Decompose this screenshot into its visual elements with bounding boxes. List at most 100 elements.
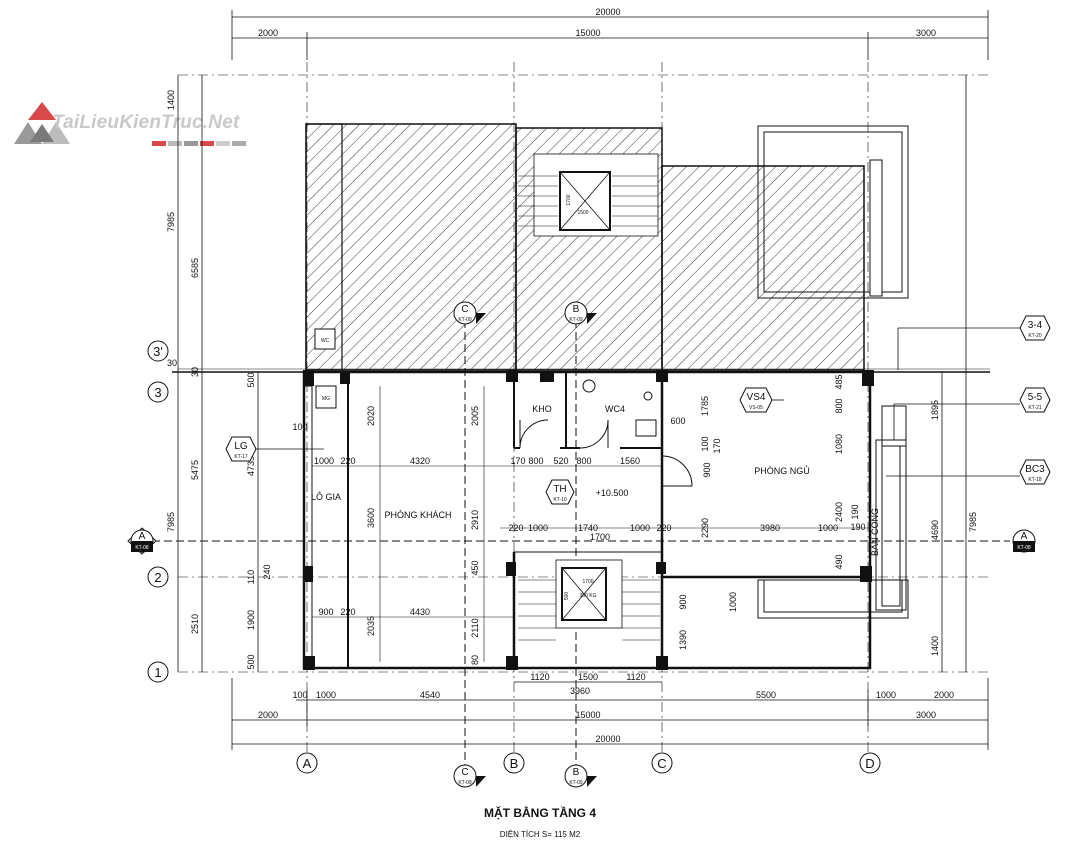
dim-interior: 4320 [410,456,430,466]
dim-interior: 1700 [590,532,610,542]
dim-interior: 900 [702,462,712,477]
dim-interior: 1740 [578,523,598,533]
columns [303,370,874,670]
dim-top-total: 20000 [595,7,620,17]
section-a-right-label: A [1021,531,1028,542]
watermark-bar [184,141,198,146]
dim-interior: 220 [340,456,355,466]
detail-tag-vs4-label: VS4 [747,392,766,403]
dim-interior: 1785 [700,396,710,416]
detail-tag-th-ref: KT-10 [553,497,567,503]
dim-interior: 900 [678,594,688,609]
dim-interior: 1560 [620,456,640,466]
dim-interior: 600 [670,416,685,426]
dim-right-inner: 485 [834,374,844,389]
grid-label-1: 1 [154,665,161,680]
interior-dim-lines [312,386,870,662]
detail-tags [225,315,1051,505]
bottom-dimensions [231,678,989,750]
room-living: PHÒNG KHÁCH [384,510,451,520]
dim-interior: 220 [508,523,523,533]
elev-lower-top-label: 1700 [582,579,593,585]
dim-interior: 1000 [314,456,334,466]
dim-right-inner: 190 [850,522,865,532]
room-balcony: BAN CÔNG [870,508,880,556]
dim-interior: 1000 [630,523,650,533]
watermark-logo: TaiLieuKienTruc.Net [12,100,257,158]
dim-bottom-row1: 1000 [316,690,336,700]
dim-interior: 220 [656,523,671,533]
dim-right-inner: 30 [167,358,177,368]
wc-mark: WC [321,338,330,344]
dim-left-outer: 1400 [166,90,176,110]
dim-interior: 2005 [470,406,480,426]
section-a-right-ref: KT-08 [1017,545,1031,551]
grid-label-2: 2 [154,570,161,585]
grid-label-a: A [303,756,312,771]
dim-left-mid: 30 [190,367,200,377]
dim-interior: 2020 [366,406,376,426]
detail-tag-5-5-ref: KT-21 [1028,405,1042,411]
dim-interior: 800 [576,456,591,466]
dim-bottom-left: 2000 [258,710,278,720]
dim-right-inner: 1080 [834,434,844,454]
detail-tag-bc3-ref: KT-18 [1028,477,1042,483]
dim-bottom-row1: 5500 [756,690,776,700]
detail-tag-bc3-label: BC3 [1025,464,1045,475]
section-c-top-label: C [461,304,468,315]
dim-interior: 1000 [728,592,738,612]
dim-interior: 2290 [700,518,710,538]
upper-stair-steps [518,175,658,227]
section-b-top-label: B [573,304,580,315]
dim-left-outer: 7985 [166,512,176,532]
grid-label-b: B [510,756,519,771]
dim-left-mid: 5475 [190,460,200,480]
watermark-bar [168,141,182,146]
side-dimensions [177,75,967,672]
detail-tag-5-5-label: 5-5 [1028,392,1043,403]
dim-left-inner: 110 [246,570,256,584]
dim-bottom-total: 20000 [595,734,620,744]
section-c-bottom-label: C [461,767,468,778]
doors [519,379,693,487]
dim-left-inner: 240 [262,564,272,579]
dim-bottom-stair-part: 1500 [578,672,598,682]
dim-bottom-stair-part: 1120 [626,672,645,682]
dim-left-inner: 500 [246,654,256,669]
dim-left-outer: 7985 [166,212,176,232]
dim-interior: 3600 [366,508,376,528]
elevator-capacity: 350 KG [580,593,597,599]
dim-right-mid: 4690 [930,520,940,540]
dim-left-inner: 4735 [246,456,256,476]
dim-interior: 100 [700,436,710,451]
dim-bottom-row1: 100 [292,690,307,700]
drawing-subtitle: DIỆN TÍCH S= 115 M2 [499,830,581,839]
dim-interior: 1000 [528,523,548,533]
watermark-cube-icon [14,102,70,144]
section-b-bottom-ref: KT-09 [569,780,583,786]
loggia-rail [303,385,337,659]
mg-mark: MG [322,396,330,402]
section-c-bottom-ref: KT-09 [458,780,472,786]
dim-interior: 2035 [366,616,376,636]
dim-right-outer: 7985 [968,512,978,532]
dim-right-inner: 2400 [834,502,844,522]
dim-interior: 800 [528,456,543,466]
dim-right-inner: 490 [834,554,844,569]
section-lines [140,320,1010,766]
upper-terrace [757,125,909,299]
dim-interior: 900 [318,607,333,617]
lower-stair-steps [518,579,660,641]
dim-bottom-mid: 15000 [575,710,600,720]
lower-stair [555,559,623,629]
section-a-left-label: A [139,531,146,542]
room-bedroom: PHÒNG NGỦ [754,465,810,476]
detail-tag-lg-ref: KT-17 [234,454,248,460]
side-dims: 1400798579856585305475251050047351101900… [166,90,978,670]
dim-left-mid: 2510 [190,614,200,634]
dim-interior: 2110 [470,618,480,637]
dim-interior: 170 [510,456,525,466]
elev-top-side-label: 1700 [566,194,572,205]
drawing-title: MẶT BẰNG TẦNG 4 [484,806,596,820]
